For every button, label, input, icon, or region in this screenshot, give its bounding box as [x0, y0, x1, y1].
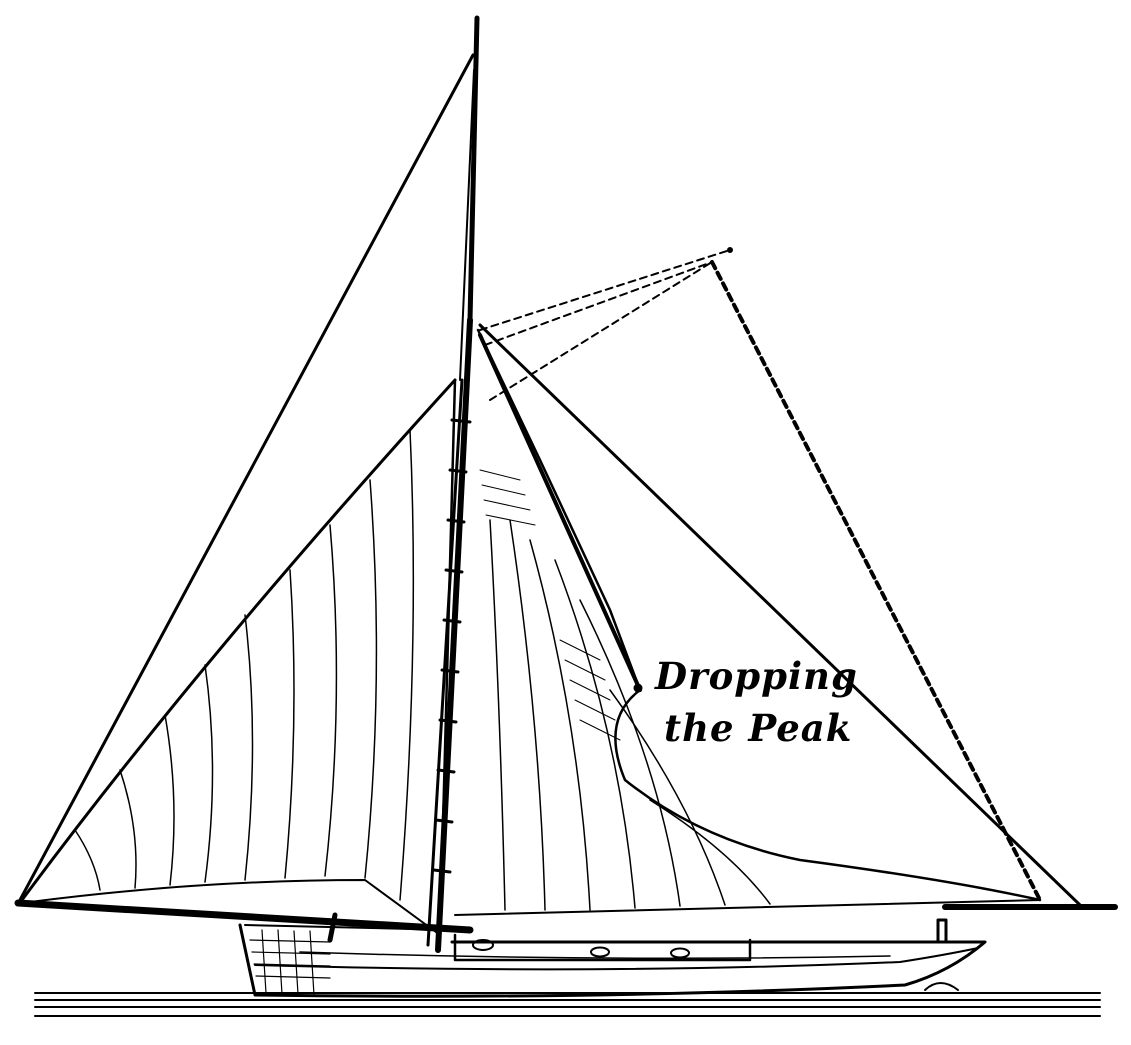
mainsail [20, 378, 457, 937]
hull [238, 904, 1118, 998]
topsail [18, 53, 475, 902]
headsail [454, 323, 1082, 916]
caption-line-1: Dropping [655, 654, 858, 698]
caption-line-2: the Peak [664, 706, 853, 750]
peak-dashed-lines [479, 247, 1042, 902]
water-lines [34, 982, 1101, 1017]
boom [14, 879, 474, 936]
